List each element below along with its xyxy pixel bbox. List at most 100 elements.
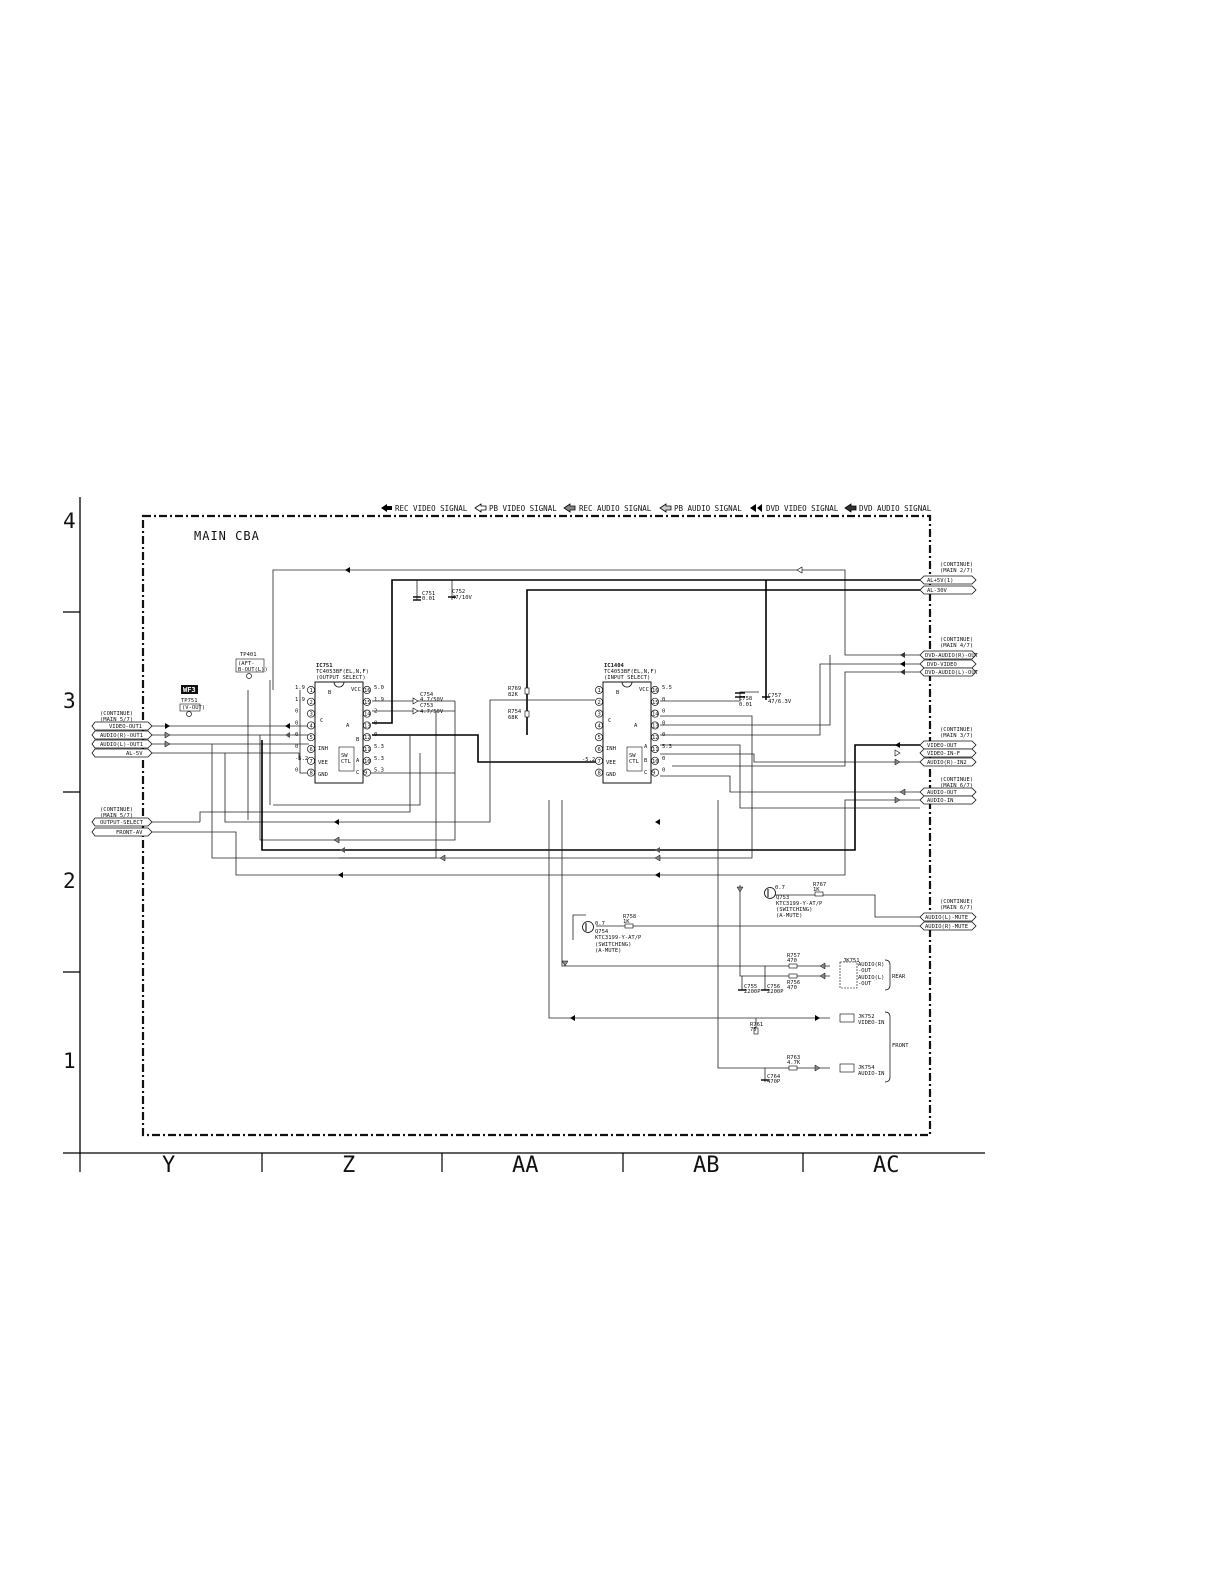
ic-pin-voltage: 0 — [662, 768, 665, 774]
ic-pin-voltage: 0 — [662, 709, 665, 715]
signal-label-audio-l-out1: AUDIO(L)-OUT1 — [100, 742, 143, 748]
svg-text:VCC: VCC — [639, 687, 649, 693]
svg-text:C753: C753 — [420, 703, 433, 709]
jack-jk751-rear: JK751 AUDIO(R) -OUT AUDIO(L) -OUT REAR — [839, 958, 906, 991]
svg-text:INH: INH — [318, 746, 328, 752]
ic-pin-voltage: 0 — [295, 744, 298, 750]
transistor-q754: 0.7 Q754 KTC3199-Y-AT/P (SWITCHING)(A-MU… — [582, 921, 642, 954]
svg-text:470P: 470P — [767, 1079, 781, 1085]
svg-text:470: 470 — [787, 958, 797, 964]
svg-text:INH: INH — [606, 746, 616, 752]
ic-pin-number: 2 — [310, 700, 313, 706]
ic-pin — [363, 697, 371, 706]
legend-pb-video: PB VIDEO SIGNAL — [474, 503, 557, 513]
test-point-tp751: WF3 TP751 (V-OUT) — [179, 685, 205, 717]
dark-hatched-arrow-icon — [844, 503, 857, 513]
svg-text:AL-30V: AL-30V — [927, 588, 948, 594]
ic-pin — [307, 709, 315, 718]
ic-pin-voltage: 0 — [662, 720, 665, 726]
ic-function: (INPUT SELECT) — [604, 675, 650, 681]
ic-pin — [595, 733, 603, 742]
svg-text:AUDIO-IN: AUDIO-IN — [858, 1071, 885, 1077]
svg-text:KTC3199-Y-AT/P: KTC3199-Y-AT/P — [776, 901, 823, 907]
board-title: MAIN CBA — [194, 529, 260, 543]
ic-pin — [363, 709, 371, 718]
front-group-label: FRONT — [892, 1043, 909, 1049]
hollow-arrow-icon — [474, 503, 487, 513]
ic-pin — [307, 745, 315, 753]
svg-text:AUDIO-OUT: AUDIO-OUT — [927, 790, 957, 796]
jack-jk754-front: JK754 AUDIO-IN FRONT — [839, 1011, 909, 1083]
ic-pin-number: 16 — [364, 688, 371, 694]
ic-pin — [363, 686, 371, 694]
ic-pin — [595, 756, 603, 765]
ic-pin — [363, 756, 371, 765]
ic-pin — [595, 721, 603, 730]
svg-text:GND: GND — [606, 772, 616, 778]
svg-text:(SWITCHING)(A-MUTE): (SWITCHING)(A-MUTE) — [776, 907, 812, 919]
ic-pin-voltage: 0 — [662, 697, 665, 703]
ic-pin — [307, 686, 315, 694]
svg-text:C751: C751 — [422, 591, 435, 597]
ic1404-input-select: IC1404 TC4053BF(EL,N,F) (INPUT SELECT) 1… — [595, 663, 672, 784]
svg-text:2200P: 2200P — [767, 989, 784, 995]
svg-text:AL+5V(1): AL+5V(1) — [927, 578, 954, 584]
svg-text:(CONTINUE)(MAIN 2/7): (CONTINUE)(MAIN 2/7) — [940, 562, 973, 574]
capacitor-c752: C752 47/10V — [448, 589, 473, 601]
ic-pin-number: 14 — [364, 712, 371, 718]
ic-pin-number: 13 — [652, 723, 659, 729]
legend-dvd-audio: DVD AUDIO SIGNAL — [844, 503, 932, 513]
ic-pin — [651, 697, 659, 706]
svg-text:A: A — [634, 723, 638, 729]
capacitor-c753: C753 4.7/50V — [420, 703, 444, 715]
svg-text:0.01: 0.01 — [422, 596, 435, 602]
ic-part: TC4053BF(EL,N,F) — [316, 669, 369, 675]
svg-text:4.7/50V: 4.7/50V — [420, 697, 444, 703]
svg-text:VEE: VEE — [606, 760, 616, 766]
ic1404-vee-voltage: -5.2 — [582, 757, 595, 763]
row-label-4: 4 — [63, 509, 76, 533]
ic-pin — [307, 721, 315, 730]
ic-pin-number: 7 — [598, 759, 601, 765]
svg-text:JK751: JK751 — [843, 958, 860, 964]
ic-pin-number: 1 — [310, 688, 313, 694]
svg-text:R757: R757 — [787, 953, 800, 959]
svg-text:C752: C752 — [452, 589, 465, 595]
capacitor-c751: C751 0.01 — [413, 591, 435, 602]
right-connector-main-6-7-b: (CONTINUE)(MAIN 6/7) AUDIO(L)-MUTE AUDIO… — [919, 899, 977, 931]
ic-pin-number: 3 — [310, 712, 313, 718]
ic-pin-voltage: 5.0 — [374, 685, 384, 691]
ic-pin — [307, 768, 315, 777]
svg-text:B: B — [328, 690, 332, 696]
svg-text:C: C — [644, 770, 647, 776]
svg-text:PB VIDEO SIGNAL: PB VIDEO SIGNAL — [489, 504, 557, 513]
legend-rec-audio: REC AUDIO SIGNAL — [563, 503, 652, 513]
ic-pin — [595, 745, 603, 753]
ic-pin-voltage: 0 — [295, 732, 298, 738]
capacitor-c758: C758 0.01 — [735, 692, 752, 708]
svg-text:VIDEO-IN-F: VIDEO-IN-F — [927, 751, 960, 757]
ic-pin-number: 10 — [652, 759, 659, 765]
ic-pin-number: 2 — [598, 700, 601, 706]
ic-pin-number: 7 — [310, 759, 313, 765]
svg-text:(V-OUT): (V-OUT) — [182, 705, 205, 711]
ic-pin-number: 11 — [652, 747, 659, 753]
row-label-2: 2 — [63, 869, 76, 893]
svg-text:B: B — [356, 737, 360, 743]
ic-pin-voltage: 0 — [295, 720, 298, 726]
ic-pin-number: 15 — [364, 700, 371, 706]
resistor-r767: R767 1K — [813, 882, 826, 897]
svg-text:C764: C764 — [767, 1074, 781, 1080]
signal-arrows — [164, 566, 906, 1072]
svg-text:Q754: Q754 — [595, 929, 609, 935]
svg-text:68K: 68K — [508, 715, 519, 721]
signal-label-output-select: OUTPUT-SELECT — [100, 820, 144, 826]
ic-pin-voltage: 1.9 — [295, 685, 305, 691]
svg-text:1K: 1K — [813, 887, 820, 893]
